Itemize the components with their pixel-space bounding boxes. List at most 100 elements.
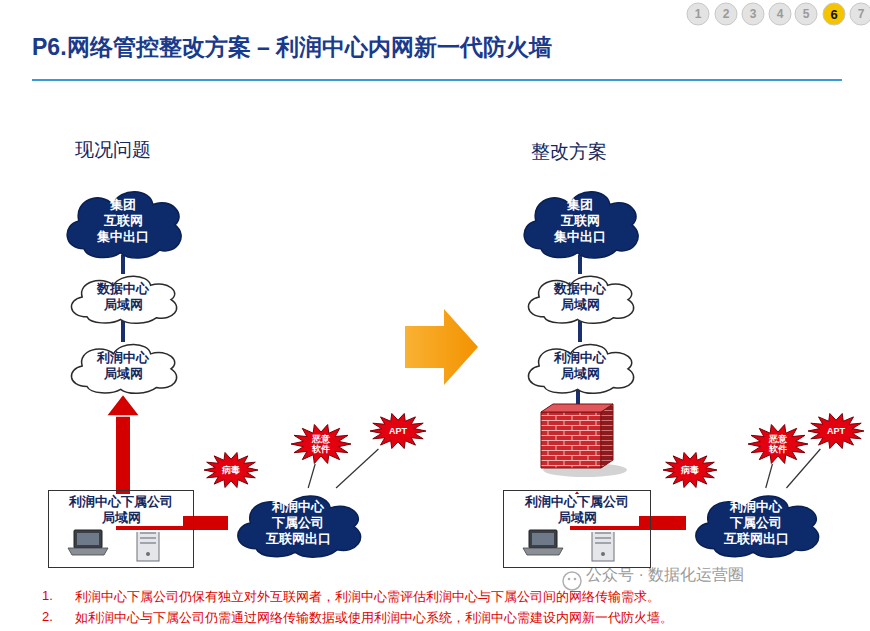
tab-number: 6	[830, 7, 837, 22]
threat-burst: APT	[370, 413, 426, 449]
node-label: APT	[827, 426, 845, 436]
title-rule	[32, 79, 842, 81]
lan-box: 利润中心下属公司 局域网	[503, 490, 651, 568]
node-label: 恶意 软件	[310, 434, 332, 454]
link-line	[336, 449, 378, 488]
node-label: 集团 互联网 集中出口	[92, 197, 154, 245]
page-title: P6.网络管控整改方案 – 利润中心内网新一代防火墙	[32, 32, 552, 63]
shape-part	[808, 413, 864, 448]
shape-part	[541, 404, 613, 412]
tab-dot	[687, 3, 709, 25]
link-line	[766, 464, 773, 488]
shape-part	[528, 276, 633, 323]
network-cloud: 数据中心 局域网	[520, 270, 640, 324]
shape-part	[291, 425, 351, 464]
tab-number: 7	[858, 7, 865, 21]
shape-part	[137, 527, 159, 561]
shape-part	[336, 449, 378, 488]
node-label: 数据中心 局域网	[550, 281, 610, 313]
shape-part	[766, 464, 773, 488]
shape-part	[748, 425, 808, 464]
watermark-icon	[563, 572, 581, 590]
network-cloud: 集团 互联网 集中出口	[58, 183, 188, 259]
tab-dot	[823, 3, 845, 25]
shape-part	[578, 255, 582, 274]
tab-dot	[769, 3, 791, 25]
tab-dot	[850, 3, 870, 25]
shape-part	[592, 527, 614, 561]
node-label: 集团 互联网 集中出口	[549, 197, 611, 245]
threat-burst: APT	[808, 413, 864, 449]
note-number: 1.	[42, 588, 53, 603]
shape-part	[74, 530, 102, 548]
note-number: 2.	[42, 609, 53, 624]
tab-dot	[715, 3, 737, 25]
shape-part	[524, 192, 638, 258]
node-label: 病毒	[222, 465, 240, 475]
watermark: 公众号 · 数据化运营圈	[586, 565, 744, 586]
shape-part	[595, 533, 611, 543]
lan-box: 利润中心下属公司 局域网	[48, 490, 194, 568]
shape-part	[663, 452, 717, 487]
shape-part	[121, 255, 125, 274]
node-label: 利润中心下属公司 局域网	[59, 494, 183, 526]
laptop-icon	[68, 530, 108, 555]
shape-part	[528, 344, 633, 393]
section-heading: 整改方案	[531, 139, 607, 165]
shape-part	[529, 530, 557, 548]
shape-part	[578, 320, 582, 342]
server-icon	[137, 527, 159, 561]
section-heading: 现况问题	[75, 137, 151, 163]
threat-burst: 恶意 软件	[748, 424, 808, 464]
server-icon	[592, 527, 614, 561]
shape-part	[563, 572, 581, 590]
tab-number: 2	[723, 7, 730, 21]
link-line	[580, 320, 581, 342]
shape-part	[71, 344, 176, 393]
shape-part	[568, 578, 571, 581]
shape-part	[523, 548, 563, 555]
shape-part	[238, 496, 361, 557]
shape-part	[106, 394, 140, 416]
network-cloud: 利润中心 局域网	[63, 338, 183, 394]
shape-part	[71, 276, 176, 323]
shape-part	[140, 533, 156, 543]
transition-arrow	[405, 309, 478, 385]
node-label: APT	[389, 426, 407, 436]
shape-part	[370, 413, 426, 448]
network-cloud: 利润中心 局域网	[520, 338, 640, 394]
shape-part	[67, 192, 181, 258]
node-label: 恶意 软件	[767, 434, 789, 454]
shape-part	[574, 578, 577, 581]
tab-number: 1	[695, 7, 702, 21]
node-label: 利润中心 局域网	[550, 350, 610, 382]
link-line	[123, 320, 124, 342]
link-line	[580, 255, 581, 274]
threat-burst: 病毒	[204, 452, 258, 488]
tab-number: 4	[777, 7, 784, 21]
network-cloud: 集团 互联网 集中出口	[515, 183, 645, 259]
tab-number: 3	[750, 7, 757, 21]
page-tabs	[687, 3, 870, 25]
node-label: 利润中心 局域网	[93, 350, 153, 382]
shape-part	[121, 320, 125, 342]
shape-part	[601, 552, 605, 556]
shape-part	[601, 404, 613, 468]
node-label: 病毒	[681, 465, 699, 475]
tab-dot	[795, 3, 817, 25]
tab-number: 5	[803, 7, 810, 21]
shape-part	[204, 452, 258, 487]
note-text: 如利润中心与下属公司仍需通过网络传输数据或使用利润中心系统，利润中心需建设内网新…	[75, 609, 673, 627]
threat-burst: 恶意 软件	[291, 424, 351, 464]
node-label: 利润中心 下属公司 互联网出口	[720, 499, 792, 547]
shape-part	[146, 552, 150, 556]
node-label: 数据中心 局域网	[93, 281, 153, 313]
shape-part	[308, 464, 315, 488]
shape-part	[696, 496, 819, 557]
firewall-icon	[541, 404, 627, 477]
shape-part	[532, 533, 554, 545]
threat-burst: 病毒	[663, 452, 717, 488]
node-label: 利润中心 下属公司 互联网出口	[262, 499, 334, 547]
link-line	[123, 255, 124, 274]
